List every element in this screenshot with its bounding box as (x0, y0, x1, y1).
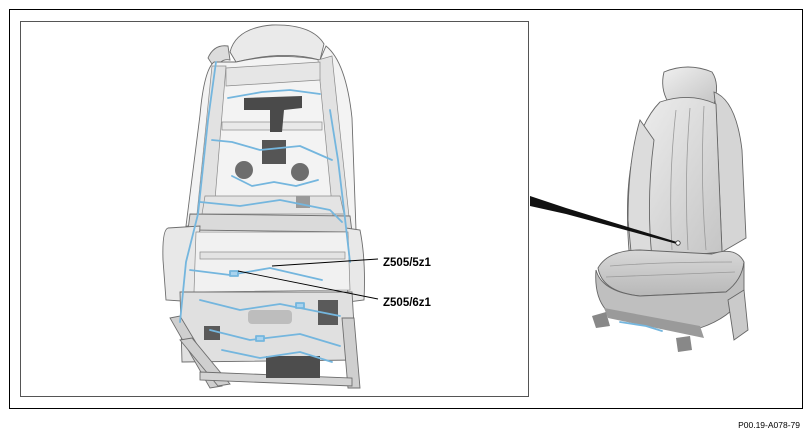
wire-connector-2 (295, 302, 305, 309)
seat-leg-right (341, 317, 361, 389)
wire-control-unit (221, 349, 333, 363)
cushion-stitch-1 (609, 261, 733, 267)
seat-pan-cross-member (199, 251, 346, 260)
callout-lower-label: Z505/6z1 (383, 297, 432, 309)
backrest-stitch-3 (702, 105, 707, 251)
wire-seat-upper (189, 267, 323, 281)
complete-seat-illustration (592, 66, 749, 352)
ventilation-fan-right (291, 163, 309, 181)
wire-left-trunk (179, 61, 217, 323)
seat-side-trim (727, 289, 749, 341)
mechanism-motor-right (318, 300, 338, 325)
mechanism-cover (248, 310, 292, 324)
ventilation-fan-left (235, 161, 253, 179)
seat-frame-illustration (162, 24, 365, 389)
pointer-target-dot (675, 240, 681, 246)
mechanism-motor-left (204, 326, 220, 340)
wire-backrest-fans (231, 175, 319, 187)
callout-upper-leader (271, 258, 379, 267)
wire-connector-3 (255, 335, 265, 342)
wire-backrest-top (227, 89, 321, 99)
seat-control-unit (266, 356, 320, 378)
wire-right-trunk (329, 109, 351, 263)
detail-pointer (530, 196, 677, 244)
seat-cushion-front (595, 261, 745, 329)
wire-connector-1 (229, 270, 239, 277)
wiring-harness (179, 61, 351, 363)
headrest-frame (229, 24, 325, 63)
backrest-bottom-crossbar (187, 213, 353, 233)
cushion-stitch-2 (605, 271, 736, 278)
wire-backrest-mid (211, 139, 333, 161)
callout-upper-label: Z505/5z1 (383, 257, 432, 269)
seat-base-wiring (619, 321, 663, 332)
seat-leg-front (592, 312, 610, 328)
backrest-stitch-2 (686, 107, 691, 251)
callout-lower-leader (237, 270, 379, 300)
backrest-right-bolster (713, 91, 747, 253)
seat-cushion-top (597, 249, 745, 297)
wire-backrest-lower (199, 199, 343, 223)
backrest-left-bolster (627, 118, 655, 263)
wire-seat-lower (199, 299, 341, 317)
figure-number: P00.19-A078-79 (738, 420, 800, 430)
seat-right-bolster (345, 227, 365, 303)
wire-mechanism (209, 329, 341, 347)
backrest-stitch-1 (670, 109, 677, 251)
lumbar-motor (244, 96, 302, 132)
lumbar-pump-unit (262, 140, 286, 164)
backrest-top-cross-member (225, 61, 321, 87)
outer-frame (9, 9, 803, 409)
backrest-frame (185, 45, 357, 231)
seat-base-frame (604, 308, 704, 338)
seat-leg-rear (676, 336, 692, 352)
detail-view-box (20, 21, 529, 397)
